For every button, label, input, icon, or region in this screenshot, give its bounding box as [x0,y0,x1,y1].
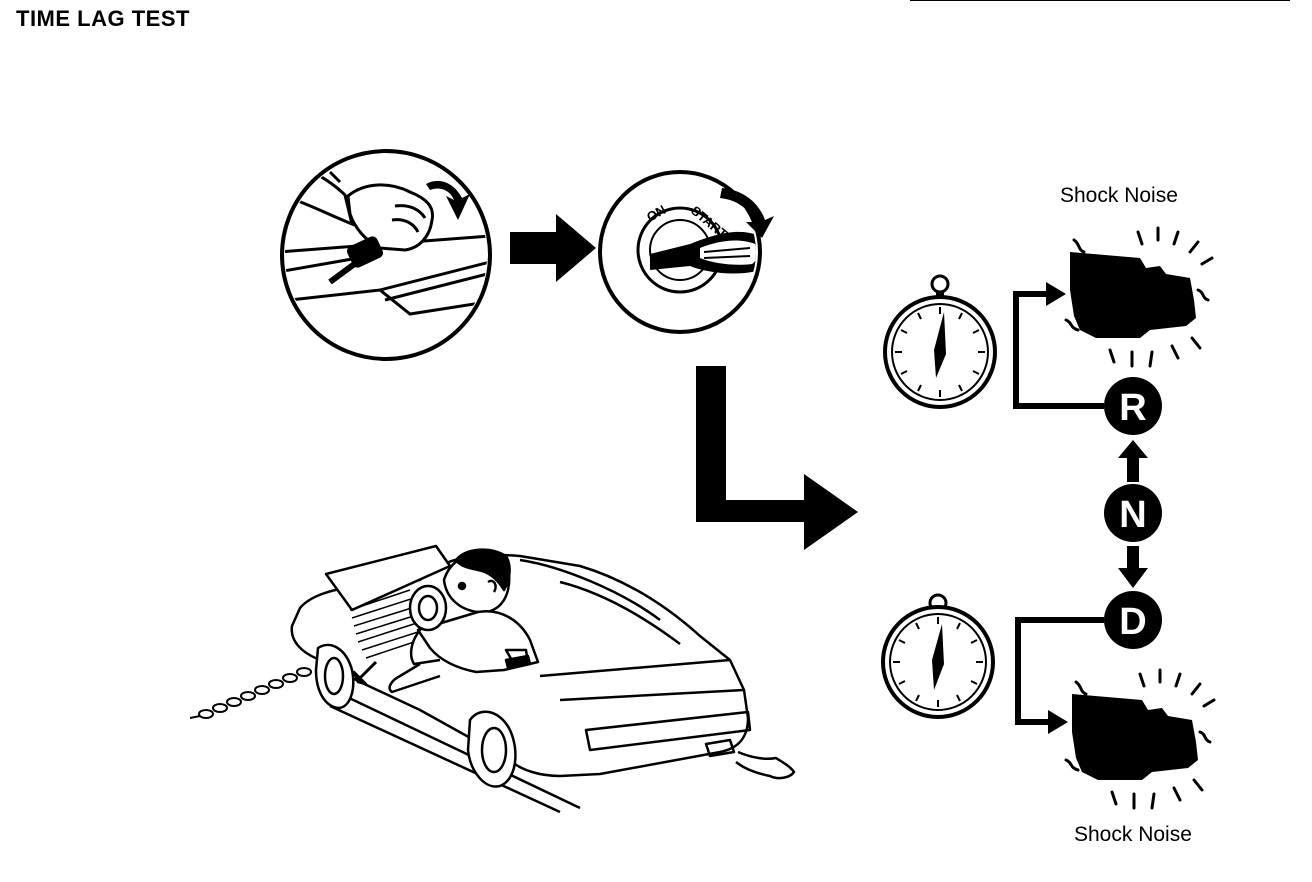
arrow-right-icon [510,214,596,282]
top-rule [910,0,1290,1]
svg-text:R: R [1119,387,1146,429]
shift-position-n: N [1104,484,1162,542]
svg-text:N: N [1119,494,1146,536]
shift-arrow-up-icon [1118,440,1148,482]
shock-noise-label: Shock Noise [1074,823,1192,846]
stopwatch-icon [881,593,995,719]
car-with-driver-illustration [189,544,796,814]
shock-noise-label: Shock Noise [1060,184,1178,207]
arrow-l-bend-icon [696,366,858,550]
transmission-icon [1064,226,1214,368]
connector-line [1013,291,1104,409]
page-title: TIME LAG TEST [16,6,190,31]
stopwatch-icon [883,274,997,409]
shift-position-r: R [1104,377,1162,435]
parking-brake-illustration [280,149,492,361]
connector-line [1015,617,1104,725]
shift-arrow-down-icon [1118,546,1148,588]
transmission-icon [1064,668,1216,810]
ignition-key-illustration: ON START [598,170,774,334]
shift-position-d: D [1104,591,1162,649]
svg-text:D: D [1119,601,1146,643]
